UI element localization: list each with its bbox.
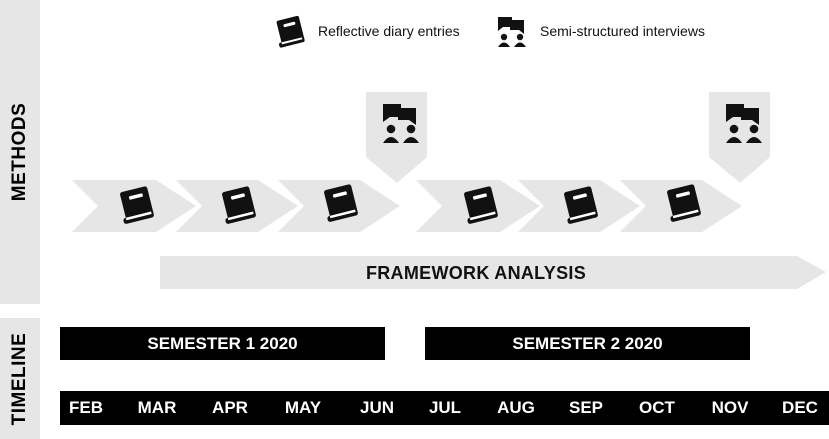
legend-diary-text: Reflective diary entries	[318, 23, 460, 39]
month-label: MAY	[284, 398, 322, 417]
interview-icon	[498, 17, 526, 47]
month-label: NOV	[711, 398, 749, 417]
legend-interview-text: Semi-structured interviews	[540, 23, 705, 39]
month-label: OCT	[639, 398, 675, 417]
legend-diary: Reflective diary entries	[272, 14, 460, 48]
month-label: JUL	[428, 398, 462, 417]
month-label: MAR	[137, 398, 177, 417]
framework-analysis-label: FRAMEWORK ANALYSIS	[365, 263, 587, 283]
month-label: APR	[212, 398, 248, 417]
timeline-panel: TIMELINE	[0, 318, 40, 439]
month-label: AUG	[497, 398, 535, 417]
month-label: JUN	[359, 398, 394, 417]
month-label: SEP	[568, 398, 604, 417]
month-bar: FEB MAR APR MAY JUN JUL AUG SEP OCT NOV …	[60, 391, 829, 425]
book-icon	[276, 15, 305, 48]
semester-1-bar: SEMESTER 1 2020	[60, 327, 385, 360]
methods-panel: METHODS	[0, 0, 40, 304]
month-label: DEC	[782, 398, 818, 417]
semester-2-bar: SEMESTER 2 2020	[425, 327, 750, 360]
framework-arrow	[160, 256, 826, 289]
month-label: FEB	[69, 398, 103, 417]
legend-interview: Semi-structured interviews	[494, 14, 705, 48]
